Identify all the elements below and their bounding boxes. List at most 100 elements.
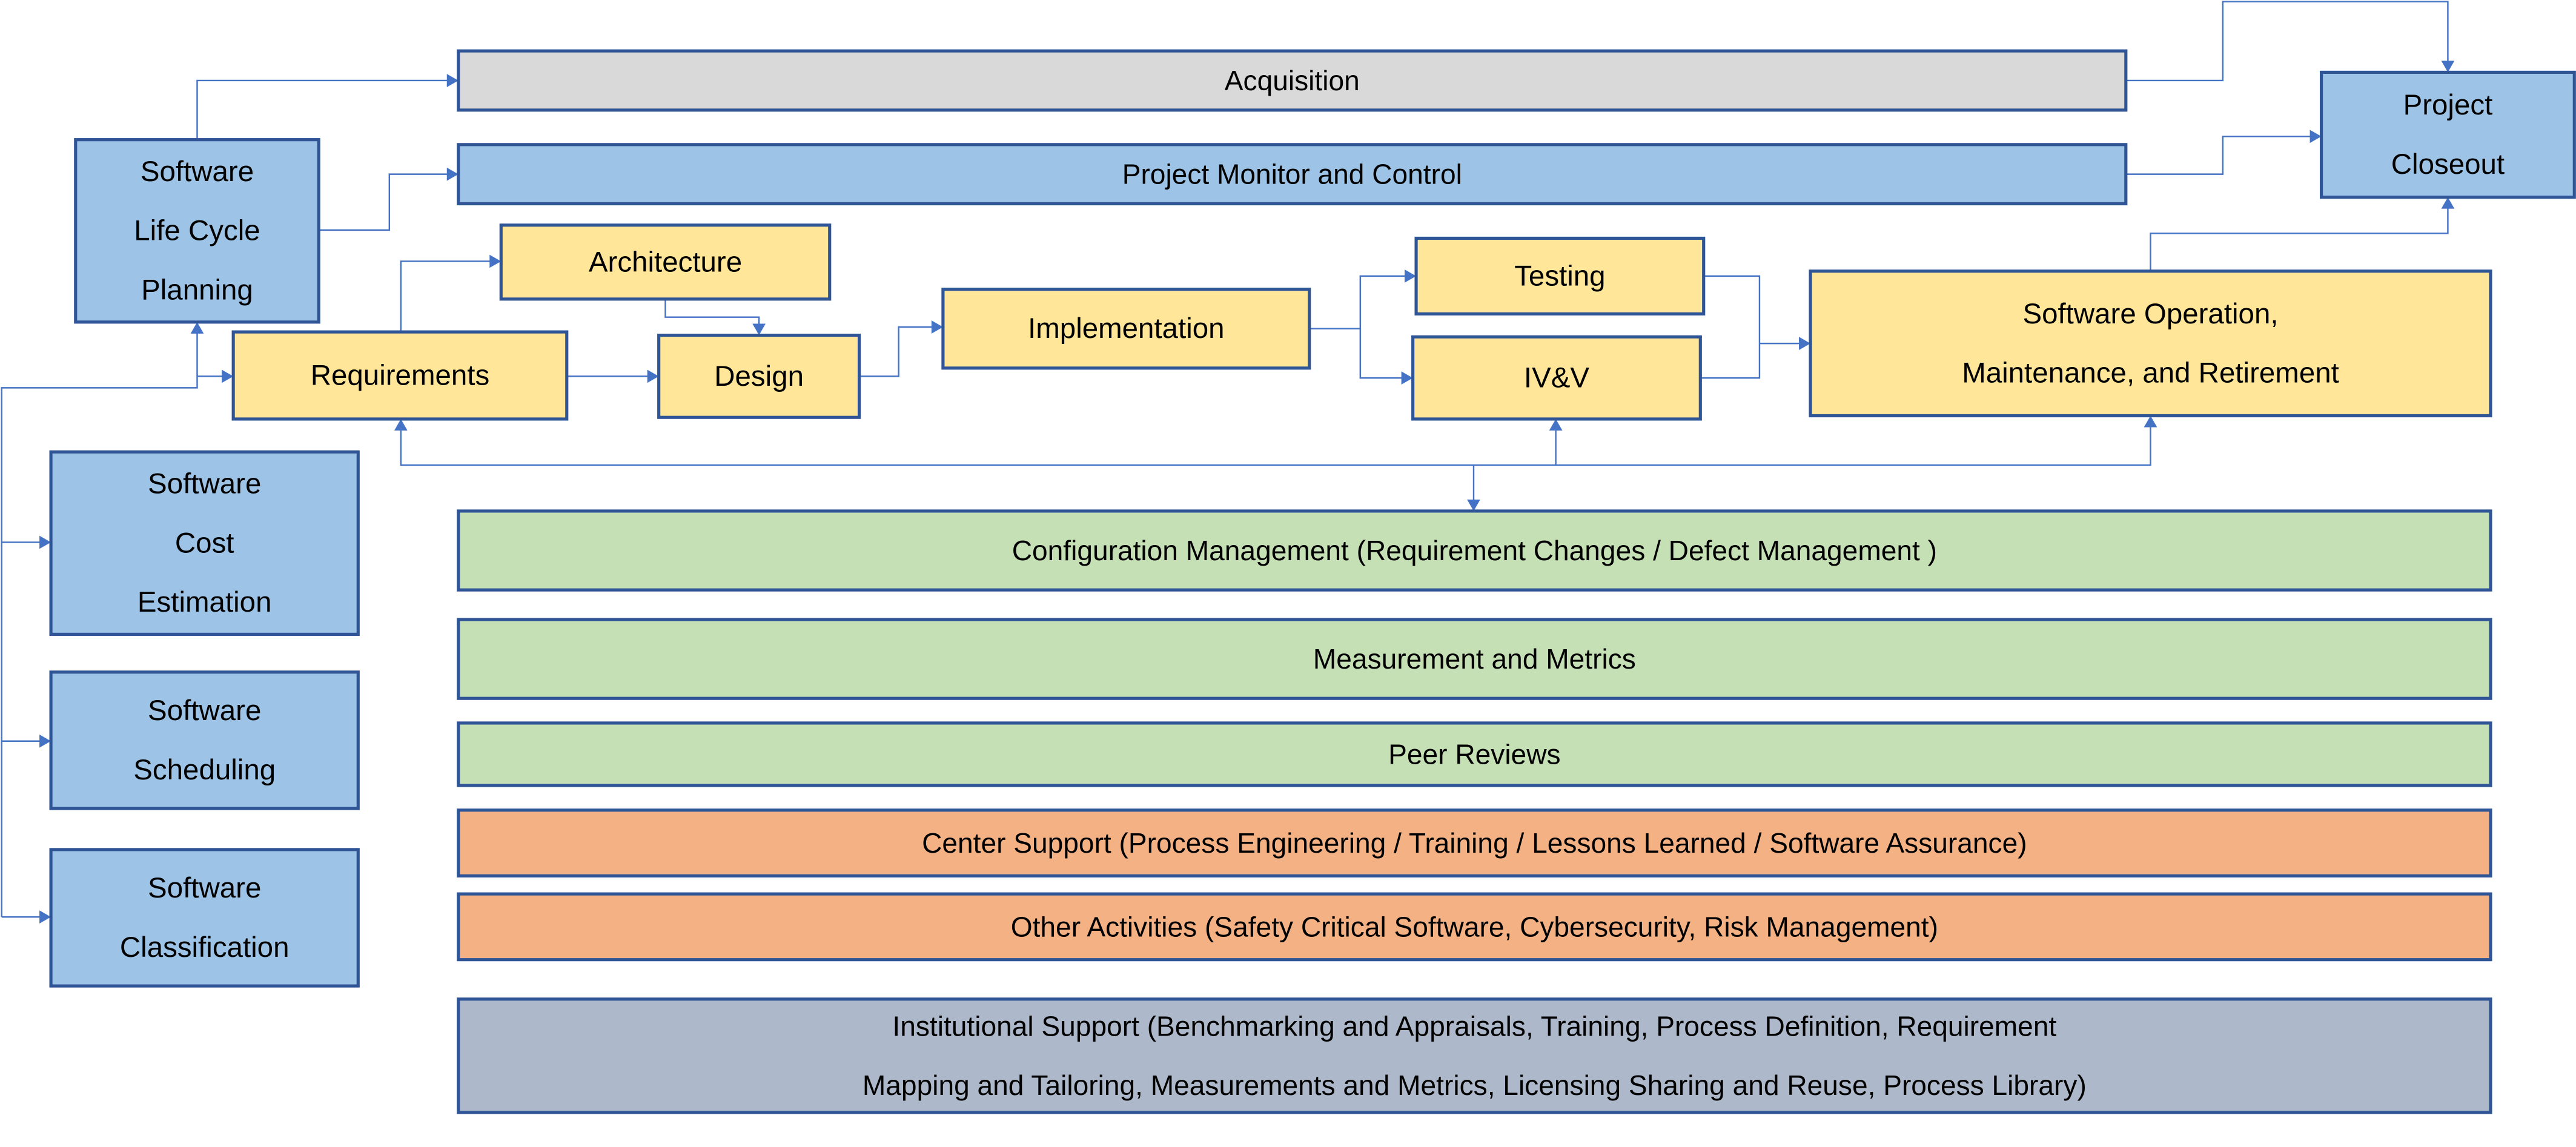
- architecture-box: [499, 223, 832, 301]
- project-monitor-box: [457, 143, 2128, 206]
- connector-planning-monitor: [319, 173, 449, 231]
- acquisition-box: [457, 49, 2128, 112]
- arrow-to-cost-estimation-icon: [39, 535, 51, 549]
- arrow-to-classification-icon: [39, 910, 51, 924]
- connector-requirements-architecture: [400, 260, 491, 332]
- connector-implementation-testing: [1309, 275, 1406, 329]
- arrow-to-requirements-icon: [222, 369, 234, 383]
- node-design: Design: [657, 333, 861, 419]
- connector-planning-acquisition: [196, 79, 449, 140]
- scheduling-label-line: Scheduling: [133, 754, 276, 786]
- life-cycle-planning-label-line: Life Cycle: [134, 215, 260, 247]
- center-support-label-line: Center Support (Process Engineering / Tr…: [922, 827, 2027, 859]
- node-implementation: Implementation: [941, 287, 1311, 370]
- arrow-to-planning-icon: [190, 322, 204, 334]
- operation-label-line: Maintenance, and Retirement: [1962, 357, 2339, 389]
- cost-estimation-label-line: Cost: [175, 527, 234, 559]
- arrow-to-closeout-left-icon: [2309, 130, 2322, 144]
- ivv-box: [1411, 335, 1702, 421]
- project-closeout-label-line: Closeout: [2391, 148, 2505, 180]
- center-support-box: [457, 808, 2492, 878]
- node-center-support: Center Support (Process Engineering / Tr…: [457, 808, 2492, 878]
- design-label-line: Design: [714, 360, 804, 392]
- project-monitor-label-line: Project Monitor and Control: [1122, 159, 1462, 190]
- operation-box: [1809, 269, 2492, 418]
- institutional-support-label-line: Mapping and Tailoring, Measurements and …: [863, 1069, 2087, 1101]
- cost-estimation-box: [49, 450, 360, 636]
- node-config-mgmt: Configuration Management (Requirement Ch…: [457, 509, 2492, 592]
- node-other-activities: Other Activities (Safety Critical Softwa…: [457, 892, 2492, 962]
- classification-label-line: Classification: [120, 931, 290, 964]
- node-institutional-support: Institutional Support (Benchmarking and …: [457, 997, 2492, 1114]
- requirements-box: [231, 330, 569, 421]
- node-ivv: IV&V: [1411, 335, 1702, 421]
- node-acquisition: Acquisition: [457, 49, 2128, 112]
- connector-feedback-bus: [400, 427, 2151, 466]
- arrow-to-operation-bottom-icon: [2144, 415, 2157, 428]
- node-operation: Software Operation, Maintenance, and Reti…: [1809, 269, 2492, 418]
- architecture-label-line: Architecture: [589, 246, 742, 278]
- arrow-to-acquisition-icon: [446, 74, 459, 87]
- ivv-label-line: IV&V: [1524, 362, 1589, 394]
- connector-design-implementation: [859, 326, 933, 377]
- classification-box: [49, 848, 360, 988]
- connector-implementation-ivv: [1359, 328, 1403, 379]
- node-measurement: Measurement and Metrics: [457, 618, 2492, 700]
- testing-box: [1414, 236, 1706, 316]
- node-project-monitor: Project Monitor and Control: [457, 143, 2128, 206]
- connector-acquisition-closeout: [2125, 1, 2449, 82]
- life-cycle-planning-box: [74, 138, 320, 324]
- connector-architecture-design: [664, 299, 760, 326]
- cost-estimation-label-line: Estimation: [137, 586, 272, 618]
- peer-reviews-box: [457, 721, 2492, 787]
- arrow-to-implementation-icon: [931, 320, 943, 334]
- connector-left-bus: [1, 332, 198, 917]
- node-testing: Testing: [1414, 236, 1706, 316]
- institutional-support-label-line: Institutional Support (Benchmarking and …: [892, 1011, 2056, 1042]
- arrow-to-ivv-bottom-icon: [1549, 418, 1563, 431]
- connectors-layer: [1, 1, 2455, 924]
- project-closeout-label-line: Project: [2403, 89, 2493, 121]
- arrow-to-requirements-bottom-icon: [394, 418, 408, 431]
- node-peer-reviews: Peer Reviews: [457, 721, 2492, 787]
- arrow-to-ivv-icon: [1401, 371, 1413, 385]
- node-architecture: Architecture: [499, 223, 832, 301]
- config-mgmt-label-line: Configuration Management (Requirement Ch…: [1012, 535, 1937, 566]
- design-box: [657, 333, 861, 419]
- arrow-to-architecture-icon: [489, 254, 502, 268]
- life-cycle-planning-label-line: Software: [141, 156, 254, 188]
- project-closeout-box: [2320, 70, 2576, 199]
- node-requirements: Requirements: [231, 330, 569, 421]
- cost-estimation-label-line: Software: [148, 468, 261, 500]
- measurement-label-line: Measurement and Metrics: [1313, 643, 1636, 675]
- arrow-to-testing-icon: [1405, 269, 1417, 283]
- peer-reviews-label-line: Peer Reviews: [1388, 738, 1560, 770]
- config-mgmt-box: [457, 509, 2492, 592]
- arrow-to-closeout-bottom-icon: [2441, 197, 2455, 209]
- acquisition-label-line: Acquisition: [1225, 65, 1360, 96]
- arrow-to-config-mgmt-icon: [1467, 499, 1480, 511]
- implementation-box: [941, 287, 1311, 370]
- scheduling-box: [49, 670, 360, 810]
- arrow-to-design-icon: [647, 369, 659, 383]
- arrow-to-closeout-top-icon: [2441, 61, 2455, 73]
- classification-label-line: Software: [148, 872, 261, 904]
- scheduling-label-line: Software: [148, 695, 261, 727]
- institutional-support-box: [457, 997, 2492, 1114]
- other-activities-box: [457, 892, 2492, 962]
- operation-label-line: Software Operation,: [2022, 298, 2278, 330]
- implementation-label-line: Implementation: [1028, 312, 1224, 345]
- requirements-label-line: Requirements: [311, 360, 489, 392]
- measurement-box: [457, 618, 2492, 700]
- other-activities-label-line: Other Activities (Safety Critical Softwa…: [1011, 911, 1938, 942]
- arrow-to-scheduling-icon: [39, 734, 51, 748]
- connector-monitor-closeout: [2125, 135, 2312, 175]
- connector-testing-ivv-merge: [1700, 275, 1761, 379]
